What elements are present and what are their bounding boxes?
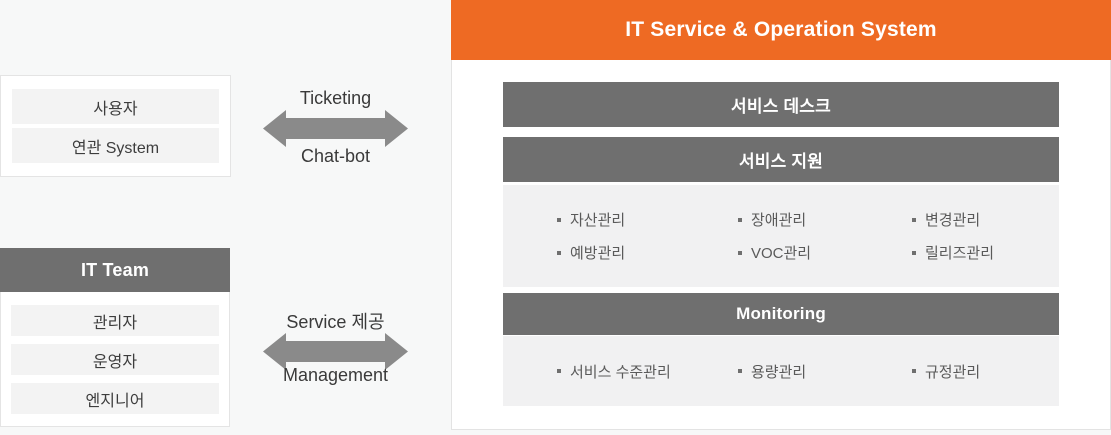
support-item-release: 릴리즈관리: [912, 242, 1059, 263]
support-item-incident-label: 장애관리: [751, 212, 807, 229]
main-panel-header: IT Service & Operation System: [451, 0, 1111, 60]
ticketing-label: Ticketing: [299, 88, 372, 108]
service-support-panel: 자산관리 장애관리 변경관리 예방관리 VOC관리 릴리즈관리: [503, 185, 1059, 287]
chatbot-label: Chat-bot: [300, 146, 371, 166]
bullet-icon: [557, 369, 561, 373]
management-label: Management: [282, 365, 389, 385]
double-arrow-icon: [263, 110, 408, 147]
service-desk-bar: 서비스 데스크: [503, 82, 1059, 127]
double-arrow-icon: [263, 333, 408, 370]
bullet-icon: [738, 369, 742, 373]
users-box-item-related-system: 연관 System: [12, 128, 219, 163]
bullet-icon: [738, 217, 742, 222]
support-item-release-label: 릴리즈관리: [925, 245, 995, 262]
users-box-item-user-label: 사용자: [93, 100, 138, 118]
monitoring-item-capacity: 용량관리: [738, 361, 912, 382]
service-support-bar: 서비스 지원: [503, 137, 1059, 182]
monitoring-item-capacity-label: 용량관리: [751, 363, 807, 381]
bullet-icon: [912, 250, 916, 255]
it-team-body: 관리자 운영자 엔지니어: [1, 292, 229, 427]
support-item-voc-label: VOC관리: [751, 245, 812, 262]
bullet-icon: [738, 250, 742, 255]
it-team-title: IT Team: [80, 259, 150, 280]
it-team-item-manager: 관리자: [11, 305, 219, 336]
it-team-box: IT Team 관리자 운영자 엔지니어: [0, 248, 230, 427]
it-team-header: IT Team: [0, 248, 230, 292]
main-panel: IT Service & Operation System 서비스 데스크 서비…: [451, 0, 1111, 430]
bullet-icon: [912, 217, 916, 222]
service-desk-title: 서비스 데스크: [731, 97, 831, 116]
support-item-prevention: 예방관리: [557, 242, 738, 263]
users-box: 사용자 연관 System: [0, 75, 231, 177]
it-team-item-engineer: 엔지니어: [11, 383, 219, 414]
monitoring-item-service-level-label: 서비스 수준관리: [570, 363, 671, 381]
it-team-item-operator: 운영자: [11, 344, 219, 375]
bullet-icon: [557, 217, 561, 222]
monitoring-panel: 서비스 수준관리 용량관리 규정관리: [503, 336, 1059, 406]
support-item-change-label: 변경관리: [925, 212, 981, 229]
users-box-item-user: 사용자: [12, 89, 219, 124]
support-item-voc: VOC관리: [738, 242, 912, 263]
support-item-incident: 장애관리: [738, 209, 912, 230]
it-team-item-manager-label: 관리자: [92, 314, 138, 332]
bullet-icon: [912, 369, 916, 373]
service-provide-label: Service 제공: [286, 312, 385, 332]
monitoring-title: Monitoring: [736, 304, 826, 323]
monitoring-bar: Monitoring: [503, 293, 1059, 335]
support-item-asset-label: 자산관리: [570, 212, 626, 229]
users-box-item-related-system-label: 연관 System: [71, 139, 160, 157]
monitoring-item-service-level: 서비스 수준관리: [557, 361, 738, 382]
it-team-item-engineer-label: 엔지니어: [85, 392, 145, 410]
support-item-prevention-label: 예방관리: [570, 245, 626, 262]
support-item-change: 변경관리: [912, 209, 1059, 230]
monitoring-item-compliance: 규정관리: [912, 361, 1059, 382]
it-team-item-operator-label: 운영자: [92, 353, 138, 371]
service-support-title: 서비스 지원: [738, 152, 824, 171]
support-item-asset: 자산관리: [557, 209, 738, 230]
monitoring-item-compliance-label: 규정관리: [925, 363, 981, 381]
bullet-icon: [557, 250, 561, 255]
main-panel-title: IT Service & Operation System: [625, 18, 937, 41]
